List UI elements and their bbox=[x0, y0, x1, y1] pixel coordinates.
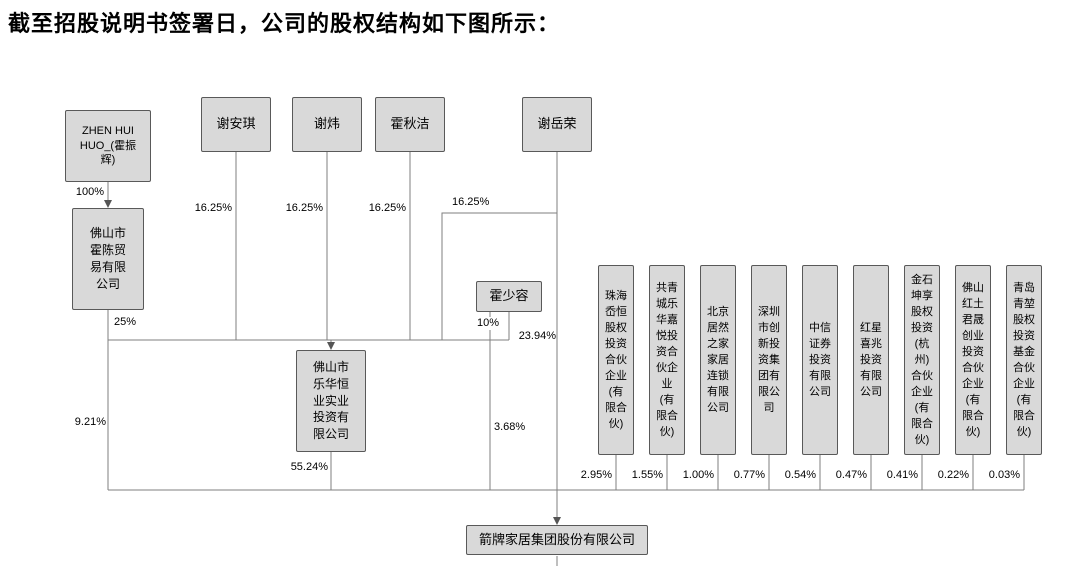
pct-huochen-to-lehua: 25% bbox=[114, 316, 154, 329]
pct-zhongxin-to-company: 0.54% bbox=[782, 469, 816, 482]
pct-juran-to-company: 1.00% bbox=[680, 469, 714, 482]
node-xie-wei: 谢炜 bbox=[292, 97, 362, 152]
node-zhuhai-aoheng: 珠海 岙恒 股权 投资 合伙 企业 (有 限合 伙) bbox=[598, 265, 634, 455]
pct-qiujie-to-lehua: 16.25% bbox=[362, 202, 406, 215]
node-beijing-juran: 北京 居然 之家 家居 连锁 有限 公司 bbox=[700, 265, 736, 455]
pct-shaorong-to-lehua: 10% bbox=[470, 317, 506, 330]
node-zhongxin-zhengquan: 中信 证券 投资 有限 公司 bbox=[802, 265, 838, 455]
pct-chuangxin-to-company: 0.77% bbox=[731, 469, 765, 482]
node-xie-anqi: 谢安琪 bbox=[201, 97, 271, 152]
pct-shaorong-to-company: 3.68% bbox=[494, 421, 538, 434]
node-xie-yuerong: 谢岳荣 bbox=[522, 97, 592, 152]
pct-yuerong-to-lehua: 16.25% bbox=[452, 196, 496, 209]
node-jinshi-kunxiang: 金石 坤享 股权 投资 (杭 州) 合伙 企业 (有 限合 伙) bbox=[904, 265, 940, 455]
node-gongqingcheng-lehua: 共青 城乐 华嘉 悦投 资合 伙企 业 (有 限合 伙) bbox=[649, 265, 685, 455]
node-foshan-hongtu: 佛山 红土 君晟 创业 投资 合伙 企业 (有 限合 伙) bbox=[955, 265, 991, 455]
node-huo-shaorong: 霍少容 bbox=[476, 281, 542, 312]
pct-jinshi-to-company: 0.41% bbox=[884, 469, 918, 482]
node-qingdao-qingkun: 青岛 青堃 股权 投资 基金 合伙 企业 (有 限合 伙) bbox=[1006, 265, 1042, 455]
node-huo-qiujie: 霍秋洁 bbox=[375, 97, 445, 152]
node-foshan-huochen: 佛山市 霍陈贸 易有限 公司 bbox=[72, 208, 144, 310]
pct-hongtu-to-company: 0.22% bbox=[935, 469, 969, 482]
node-foshan-lehua: 佛山市 乐华恒 业实业 投资有 限公司 bbox=[296, 350, 366, 452]
node-zhen-hui-huo: ZHEN HUI HUO_(霍振 辉) bbox=[65, 110, 151, 182]
pct-qingkun-to-company: 0.03% bbox=[986, 469, 1020, 482]
arrowheads bbox=[104, 200, 561, 525]
pct-hongxing-to-company: 0.47% bbox=[833, 469, 867, 482]
page-title: 截至招股说明书签署日，公司的股权结构如下图所示： bbox=[8, 11, 561, 36]
pct-aoheng-to-company: 2.95% bbox=[578, 469, 612, 482]
pct-wei-to-lehua: 16.25% bbox=[279, 202, 323, 215]
pct-anqi-to-lehua: 16.25% bbox=[188, 202, 232, 215]
pct-huochen-to-company: 9.21% bbox=[64, 416, 106, 429]
pct-lehua-to-company: 55.24% bbox=[286, 461, 328, 474]
pct-yuerong-to-company: 23.94% bbox=[512, 330, 556, 343]
pct-gongqingcheng-to-company: 1.55% bbox=[629, 469, 663, 482]
pct-zhen-to-huochen: 100% bbox=[56, 186, 104, 199]
node-hongxing-xizhao: 红星 喜兆 投资 有限 公司 bbox=[853, 265, 889, 455]
ownership-edges bbox=[107, 152, 1025, 566]
node-company: 箭牌家居集团股份有限公司 bbox=[466, 525, 648, 555]
node-shenzhen-chuangxin: 深圳 市创 新投 资集 团有 限公 司 bbox=[751, 265, 787, 455]
